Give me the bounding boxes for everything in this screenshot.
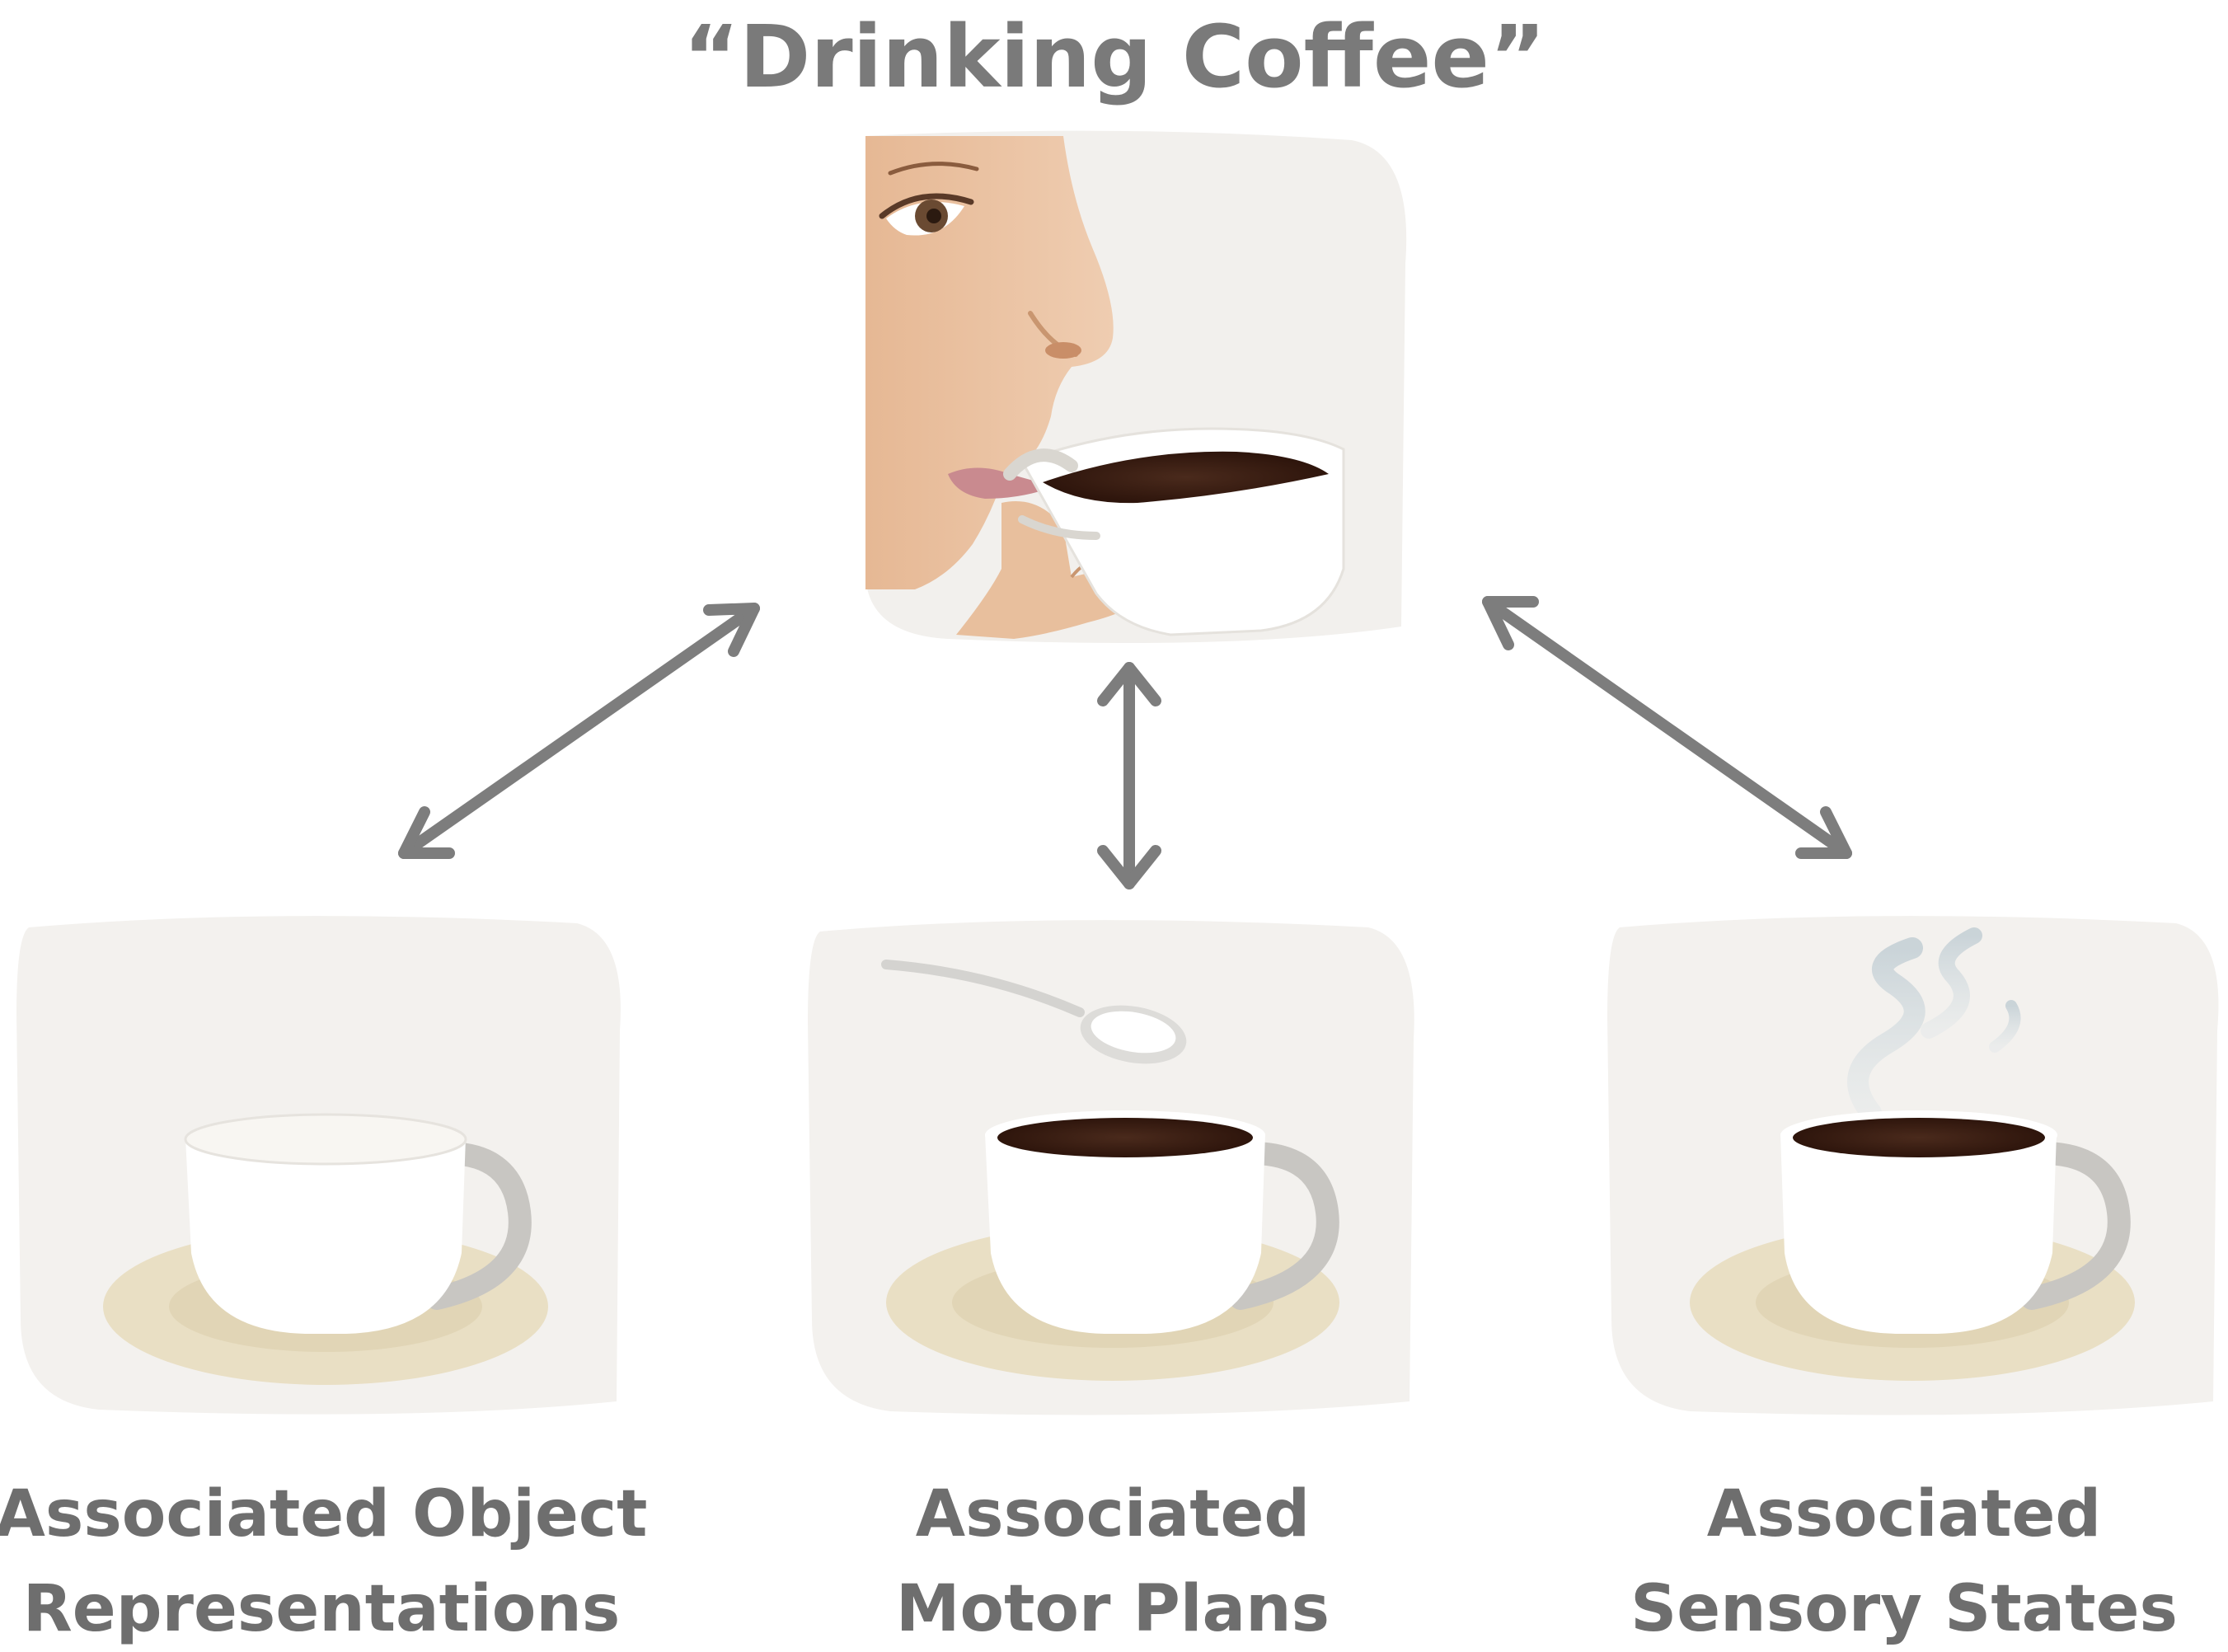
node-label-motor-line1: Associated: [916, 1477, 1310, 1551]
node-label-object-line1: Associated Object: [0, 1477, 647, 1551]
empty-coffee-cup-icon: [16, 916, 621, 1415]
arrow-center-to-object: [398, 603, 760, 859]
node-label-sensory-line1: Associated: [1707, 1477, 2101, 1551]
arrow-center-to-sensory: [1482, 596, 1852, 859]
person-drinking-coffee-icon: [865, 130, 1407, 644]
node-label-object-line2: Representations: [23, 1572, 621, 1646]
node-label-sensory-line2: Sensory States: [1630, 1572, 2178, 1646]
steaming-coffee-cup-icon: [1607, 916, 2219, 1415]
arrow-center-to-motor: [1097, 662, 1161, 889]
coffee-cup-with-sugar-spoon-icon: [808, 920, 1414, 1415]
node-label-motor-line2: Motor Plans: [896, 1572, 1330, 1646]
diagram-title: “Drinking Coffee”: [683, 7, 1546, 107]
